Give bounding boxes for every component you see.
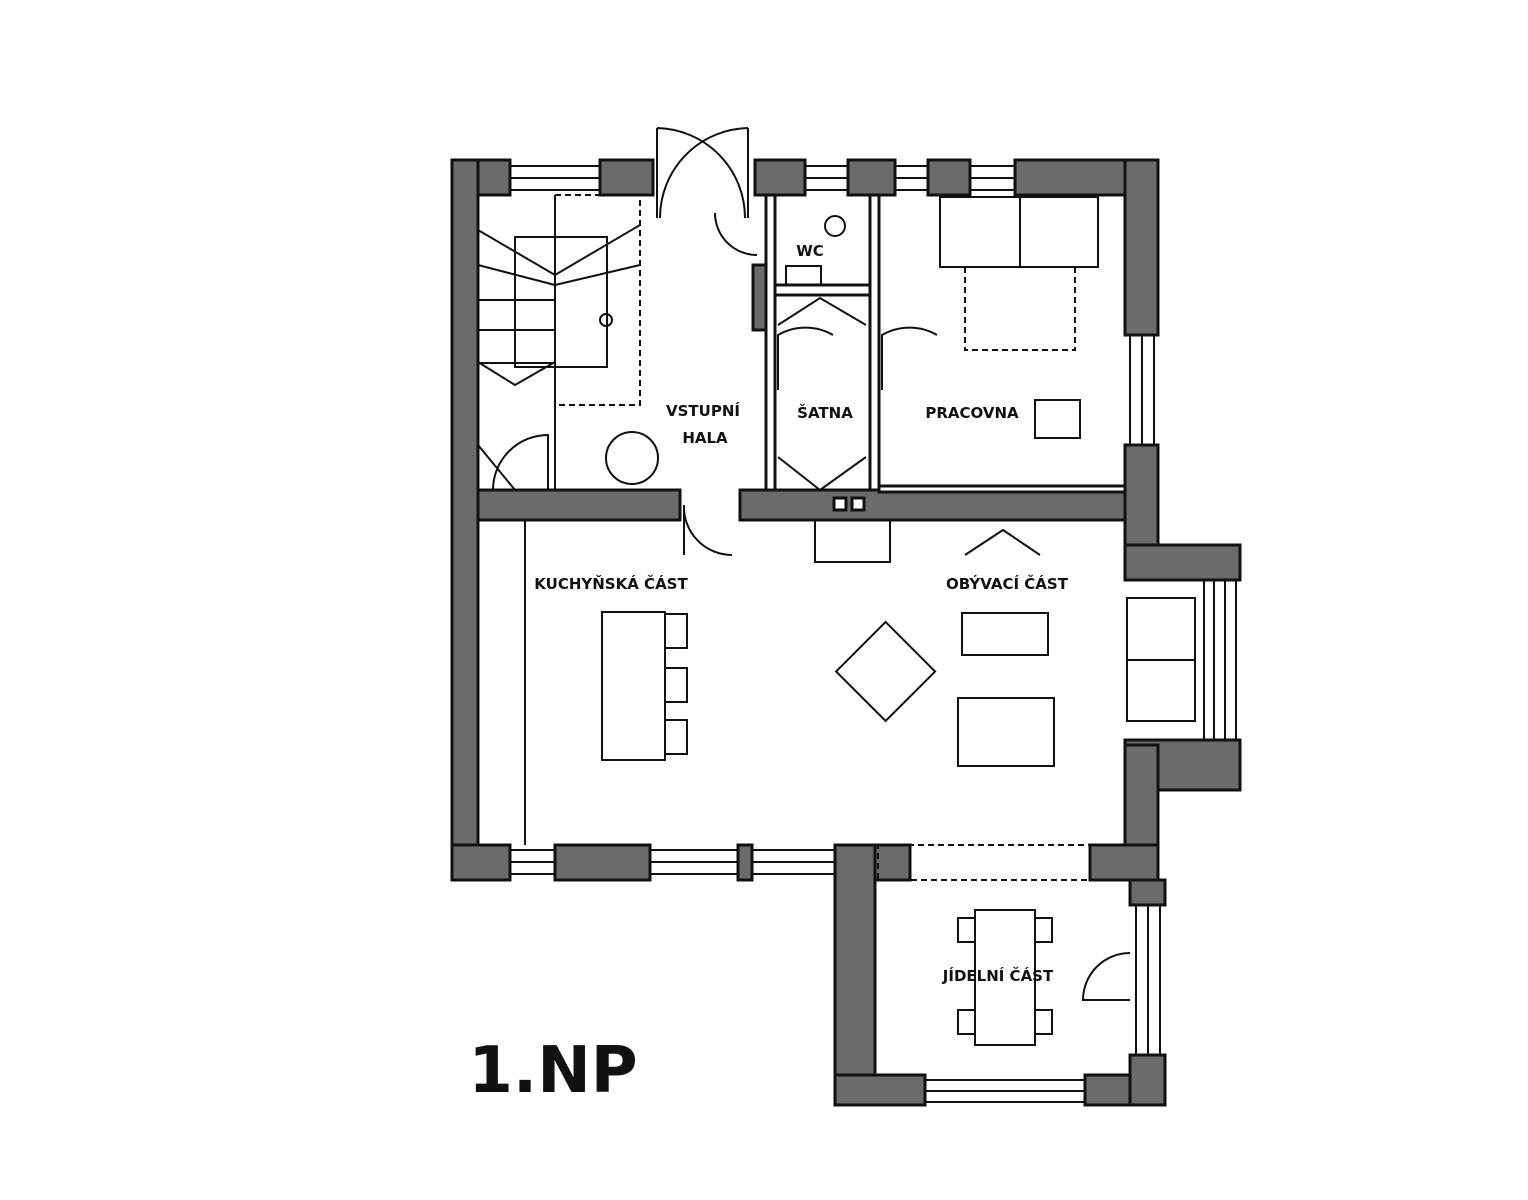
room-label-hall-line2: HALA [682, 429, 728, 447]
room-label-hall-line1: VSTUPNÍ [666, 401, 740, 420]
doors [492, 127, 1131, 1001]
room-label-study: PRACOVNA [925, 404, 1019, 422]
room-label-dining: JÍDELNÍ ČÁST [942, 966, 1054, 985]
room-label-kitchen: KUCHYŇSKÁ ČÁST [534, 574, 688, 593]
walls [450, 158, 1242, 1107]
room-label-living: OBÝVACÍ ČÁST [946, 574, 1069, 593]
room-label-wardrobe: ŠATNA [797, 403, 853, 422]
staircase [477, 194, 659, 491]
floor-label: 1.NP [468, 1034, 637, 1108]
furniture [524, 196, 1196, 1046]
room-label-wc: WC [796, 242, 824, 260]
